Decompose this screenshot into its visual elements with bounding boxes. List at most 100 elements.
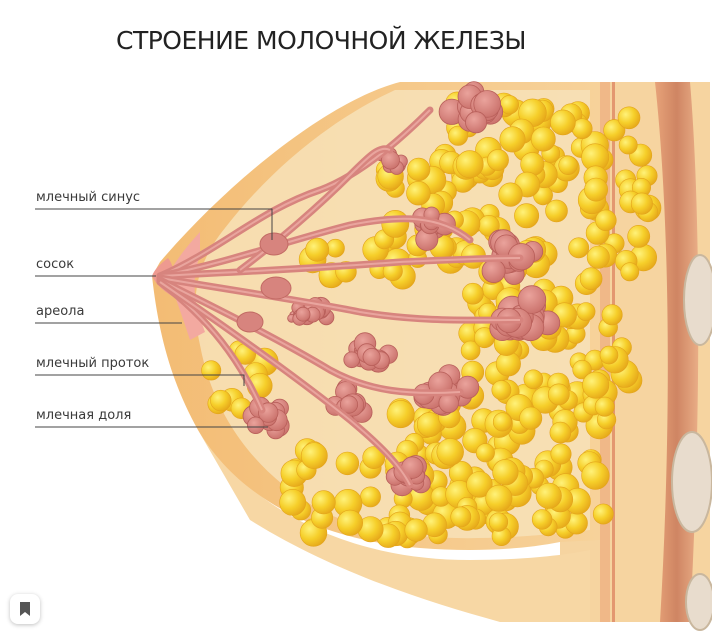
fat-globule [462,282,484,305]
fat-globule [488,512,509,532]
fat-globule [582,371,610,399]
fat-globule [381,209,410,238]
milk-duct-highlight [159,281,411,486]
fat-globule [531,509,553,530]
milk-duct-highlight [159,277,521,322]
fat-globule [492,412,512,432]
fat-globule [601,304,623,326]
fat-globule [201,360,222,381]
milk-sinus [260,276,292,300]
fat-globule [630,192,653,215]
fat-globule [406,181,431,206]
leader-lines [35,208,273,428]
leader-line-sinus [35,208,273,240]
fat-globule [210,389,232,412]
fat-globule [519,406,543,430]
fat-globule [498,182,523,207]
fat-globule [311,490,336,515]
fat-globule [326,238,345,258]
fat-globule [491,380,512,400]
skin-lower [198,430,590,622]
fat-globule [620,262,640,282]
fat-globule [550,443,572,465]
fat-globule [530,126,556,152]
fat-globule [549,421,572,444]
fat-globule [487,149,509,171]
fat-globule [455,150,484,179]
milk-sinus [259,232,289,256]
fat-globule [450,506,472,528]
fat-globule [416,412,442,438]
fat-globule [514,203,540,229]
fat-globule [535,482,562,509]
fat-globule [627,224,651,248]
milk-ducts [156,106,524,489]
fat-globule [523,369,544,390]
fat-globule [362,446,386,470]
fat-globule [584,177,609,202]
fat-globule [492,459,519,486]
fat-globule [448,125,469,146]
lobes [242,81,561,497]
fat-globule [499,126,526,153]
rib [685,573,712,631]
fat-globule [407,157,431,181]
page-title: СТРОЕНИЕ МОЛОЧНОЙ ЖЕЛЕЗЫ [116,26,526,55]
fat-globule [550,109,576,136]
label-milk-duct: млечный проток [36,356,150,371]
fat-globule [404,518,428,542]
fat-globule [558,155,578,176]
lobule [295,306,311,322]
lobule [246,416,265,435]
fat-globule [579,267,603,291]
fat-globule [466,471,493,498]
fat-globule [617,106,641,130]
fat-globule [581,461,610,490]
fat-globule [475,443,495,463]
fat-globule [300,442,328,470]
fat-globule [336,509,363,536]
fat-globule [305,237,330,262]
bookmark-button[interactable] [10,594,40,624]
label-milk-lobe: млечная доля [36,408,132,423]
milk-duct-highlight [159,217,471,277]
fat-globule [595,209,617,232]
fat-globule [586,245,610,269]
fat-globule [576,302,596,322]
fat-globule [599,345,619,365]
fat-globule [568,237,590,259]
fat-globule [618,135,638,155]
fat-globule [460,340,481,361]
fat-globule [545,199,568,223]
lobule [473,90,502,118]
milk-duct-highlight [159,279,461,394]
fat-globule [547,383,570,406]
fat-globule [603,119,626,142]
milk-lobe [242,396,290,440]
fat-globule [360,486,381,508]
fat-globule [335,451,360,476]
leader-line-duct [35,374,245,386]
label-areola: ареола [36,304,85,319]
lobule [362,347,381,366]
label-nipple: сосок [36,257,75,272]
lobule [465,111,488,134]
fat-globule [592,503,614,525]
milk-duct-highlight [159,109,431,277]
milk-duct-highlight [159,257,521,277]
fat-globule [594,396,615,417]
label-milk-sinus: млечный синус [36,190,141,205]
rib [671,431,712,533]
rib [683,254,712,346]
lobule [339,395,359,414]
lobule [481,258,506,283]
milk-lobe [343,332,398,373]
fat-globule [436,438,464,466]
fat-globule [279,488,307,516]
fat-globule [485,484,513,512]
bookmark-icon [20,602,30,616]
milk-lobe [373,146,408,175]
milk-sinus [236,311,264,333]
milk-lobe [438,81,504,134]
